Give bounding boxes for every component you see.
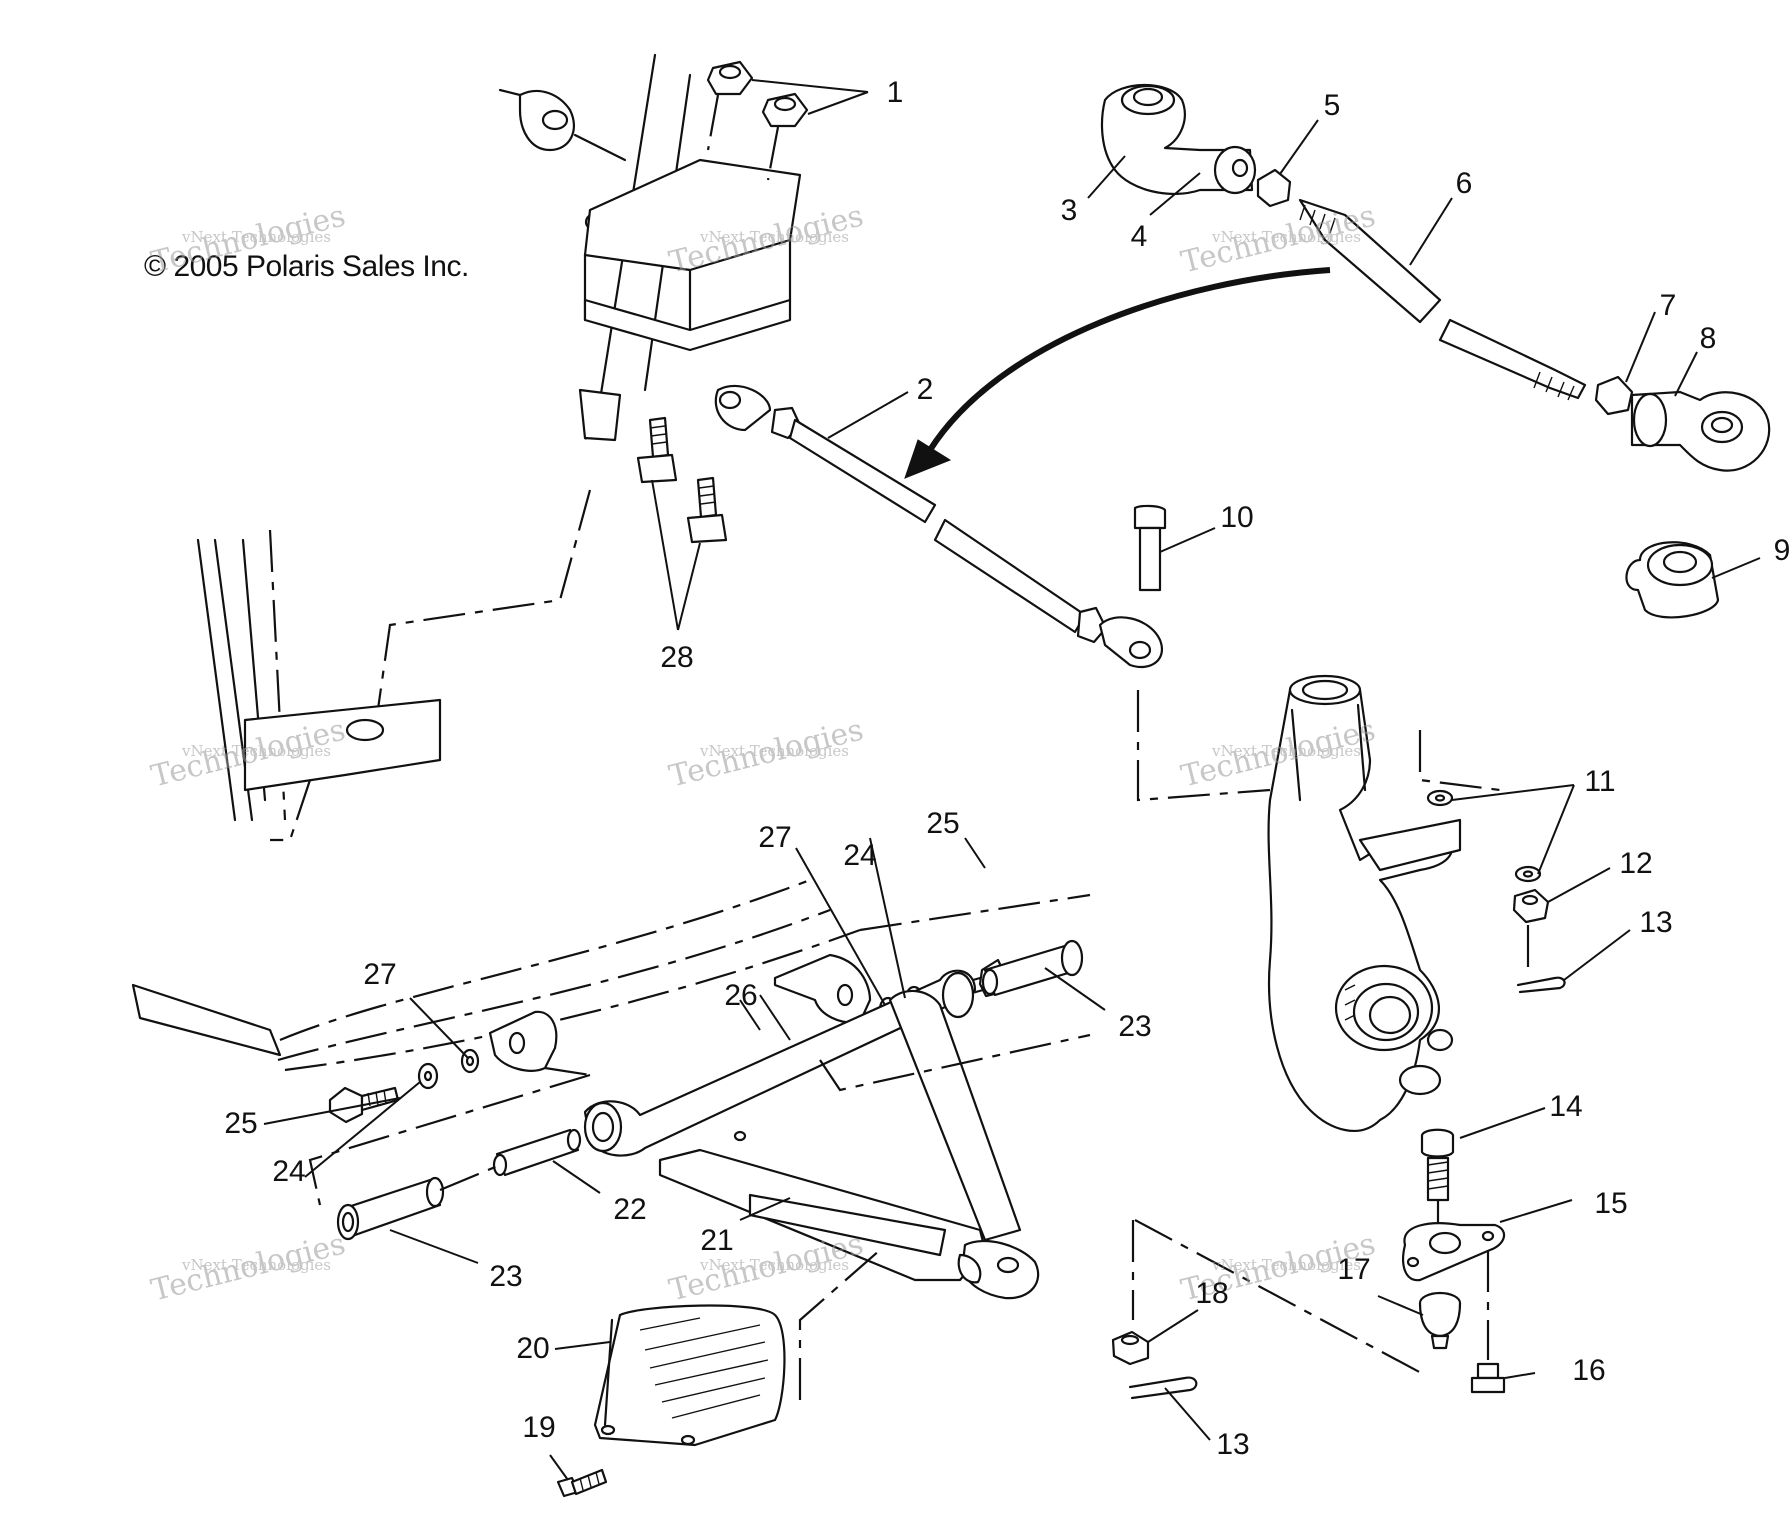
tie-rod-end-upper-left <box>498 88 627 162</box>
castle-nut-12 <box>1512 888 1550 970</box>
washers-24-lower <box>417 1048 480 1090</box>
callout-13-lower: 13 <box>1216 1428 1250 1461</box>
callout-4: 4 <box>1130 220 1148 253</box>
dashed-mount-lines <box>308 1033 1091 1206</box>
callout-17: 17 <box>1337 1253 1371 1286</box>
callout-1: 1 <box>886 76 904 109</box>
tie-rod-6 <box>1298 198 1587 401</box>
callout-23-upper: 23 <box>1118 1010 1152 1043</box>
ball-joint-17 <box>1418 1291 1462 1350</box>
callout-7: 7 <box>1659 289 1677 322</box>
callout-20: 20 <box>516 1332 550 1365</box>
frame-tubes-left <box>196 489 592 842</box>
callout-14: 14 <box>1549 1090 1583 1123</box>
jam-nut-5 <box>1256 168 1292 208</box>
callout-13-upper: 13 <box>1639 906 1673 939</box>
leader-lines <box>263 79 1761 1481</box>
callout-25-lower: 25 <box>224 1107 258 1140</box>
callout-26: 26 <box>724 979 758 1012</box>
callout-2: 2 <box>916 373 934 406</box>
callout-11: 11 <box>1584 765 1616 798</box>
bushing-9 <box>1625 541 1720 619</box>
callout-24-upper: 24 <box>843 839 877 872</box>
callout-28: 28 <box>660 641 694 674</box>
bushing-22 <box>492 1128 582 1177</box>
bolts-28 <box>636 416 728 544</box>
callout-6: 6 <box>1455 167 1473 200</box>
tie-rod-2 <box>714 384 1163 669</box>
bolt-10 <box>1133 504 1271 802</box>
callout-27-lower: 27 <box>363 958 397 991</box>
steering-post <box>578 53 802 442</box>
callout-16: 16 <box>1572 1354 1606 1387</box>
callout-24-lower: 24 <box>272 1155 306 1188</box>
guard-20 <box>593 1249 881 1447</box>
arrow-curve <box>904 267 1331 479</box>
bushing-23-lower <box>336 1163 501 1241</box>
rod-end-8 <box>1630 390 1771 472</box>
callout-5: 5 <box>1323 89 1341 122</box>
cotter-pin-13-lower <box>1128 1376 1198 1400</box>
callout-25-upper: 25 <box>926 807 960 840</box>
callout-12: 12 <box>1619 847 1653 880</box>
bracket-27-upper <box>773 953 872 1024</box>
callout-8: 8 <box>1699 322 1717 355</box>
rod-end-3-4 <box>1100 83 1257 195</box>
bolt-14 <box>1420 1128 1455 1240</box>
callout-10: 10 <box>1220 501 1254 534</box>
callout-23-lower: 23 <box>489 1260 523 1293</box>
bracket-27-lower <box>488 1010 591 1077</box>
callout-19: 19 <box>522 1411 556 1444</box>
callout-9: 9 <box>1773 534 1791 567</box>
cotter-pin-13-upper <box>1516 976 1566 994</box>
plate-15 <box>1402 1222 1506 1360</box>
callout-3: 3 <box>1060 194 1078 227</box>
callout-18: 18 <box>1195 1277 1229 1310</box>
screw-19 <box>556 1468 608 1498</box>
copyright-notice: © 2005 Polaris Sales Inc. <box>144 250 469 283</box>
castle-nut-18 <box>1111 1219 1426 1376</box>
bushing-23-upper <box>981 939 1084 997</box>
screw-16 <box>1470 1362 1506 1394</box>
callout-15: 15 <box>1594 1187 1628 1220</box>
callout-27-upper: 27 <box>758 821 792 854</box>
washers-11 <box>1426 789 1542 883</box>
callout-21: 21 <box>700 1224 734 1257</box>
jam-nut-7 <box>1594 375 1634 416</box>
spindle-knuckle <box>1267 674 1501 1132</box>
nuts-1 <box>706 60 809 181</box>
a-arm-21 <box>583 969 1040 1300</box>
callout-22: 22 <box>613 1193 647 1226</box>
